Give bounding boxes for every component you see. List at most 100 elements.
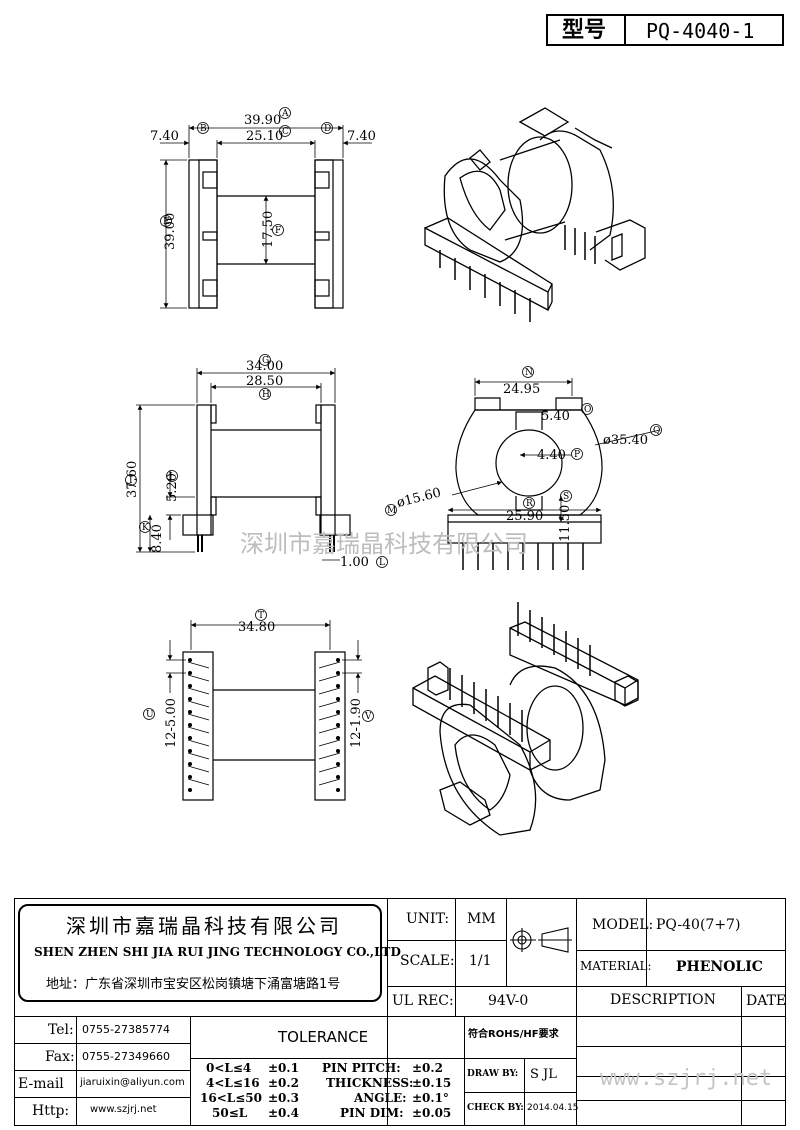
tag-p-label: P [574,450,580,460]
tolerance-title: TOLERANCE [278,1028,369,1046]
tag-s: S [560,490,572,502]
contact-h-3 [14,1097,190,1098]
tolerance-range-1: 4<L≤16 [206,1076,260,1090]
ul-label: UL REC: [392,993,454,1009]
iso-view-bottom [412,602,639,836]
tag-k: K [139,521,151,533]
tag-p: P [571,448,583,460]
http-value: www.szjrj.net [90,1104,157,1115]
pin-pitch-value: ±0.2 [412,1061,443,1075]
company-name-cn: 深圳市嘉瑞晶科技有限公司 [66,914,342,938]
tag-h: H [259,388,271,400]
grid-h-2 [576,950,786,951]
model-value: PQ-40(7+7) [656,917,741,933]
grid-h-1 [387,940,507,941]
tag-f: F [272,224,284,236]
thickness-value: ±0.15 [412,1076,452,1090]
model-header-divider [624,16,626,44]
tag-c: C [279,125,291,137]
tag-e-label: E [163,217,170,227]
tag-u-label: U [146,710,154,720]
tag-b-label: B [200,124,207,134]
contact-h-2 [14,1070,190,1071]
tag-n: N [522,366,534,378]
rohs-h [464,1092,576,1093]
grid-h-6 [576,1076,786,1077]
model-label: MODEL: [592,917,654,933]
dim-top-left-flange: 7.40 [150,129,179,144]
angle-label: ANGLE: [354,1091,407,1105]
email-value: jiaruixin@aliyun.com [80,1077,185,1088]
tag-a-label: A [281,109,289,119]
model-header-box: 型号 PQ-4040-1 [546,14,784,46]
tag-g: G [259,354,271,366]
top-view [160,125,372,309]
dim-top-core: 17.50 [261,211,276,248]
angle-value: ±0.1° [412,1091,449,1105]
tag-q: Q [650,424,662,436]
rohs-divider [464,1016,465,1126]
tag-f-label: F [275,226,281,236]
projection-symbol-icon [510,927,572,953]
dim-front-base-height: 11.50 [558,505,573,542]
dim-bottom-pitch-right: 12-1.90 [349,698,364,748]
grid-h-7 [576,1100,786,1101]
thickness-label: THICKNESS: [326,1076,414,1090]
tag-t: T [255,609,267,621]
pin-dim-value: ±0.05 [412,1106,452,1120]
contact-divider [76,1016,77,1126]
tag-i: I [125,474,137,486]
draw-label: DRAW BY: [467,1069,519,1079]
description-label: DESCRIPTION [610,992,716,1008]
tag-h-label: H [262,390,270,400]
tolerance-value-3: ±0.4 [268,1106,299,1120]
title-block [14,898,786,1126]
website-watermark: www.szjrj.net [600,1066,773,1091]
tel-label: Tel: [48,1022,74,1038]
tolerance-divider [190,1016,191,1126]
tag-o-label: O [584,405,591,415]
company-box [18,904,382,1002]
dim-top-overall: 39.90 [244,113,281,128]
tag-v-label: V [364,712,372,722]
grid-h-5 [576,1046,786,1047]
tag-n-label: N [525,368,533,378]
unit-value: MM [467,911,496,927]
grid-v-1 [387,898,388,1126]
date-label: DATE [746,993,787,1009]
grid-v-6 [741,986,742,1126]
dim-front-slot: 5.40 [541,409,570,424]
model-header-label: 型号 [562,18,607,43]
drawing-canvas: 39.90 25.10 7.40 7.40 39.00 17.50 34.00 … [125,107,662,836]
grid-v-5 [646,898,647,986]
dim-mid-pin: 1.00 [340,555,369,570]
tag-l: L [376,556,388,568]
tolerance-range-0: 0<L≤4 [206,1061,252,1075]
scale-label: SCALE: [400,953,455,969]
tag-d-label: D [324,124,331,134]
tag-j: J [166,470,178,482]
dim-front-inner-dia: ø15.60 [395,485,442,510]
dim-top-right-flange: 7.40 [347,129,376,144]
company-name-en: SHEN ZHEN SHI JIA RUI JING TECHNOLOGY CO… [34,945,401,959]
tag-t-label: T [258,611,264,621]
tag-r-label: R [526,499,533,509]
tag-e: E [160,215,172,227]
tag-c-label: C [282,127,289,137]
check-value: 2014.04.15 [527,1103,579,1113]
grid-h-4 [14,1016,786,1017]
dim-mid-height: 37.60 [125,461,140,498]
pin-dim-label: PIN DIM: [340,1106,404,1120]
scale-value: 1/1 [469,953,492,969]
tolerance-value-0: ±0.1 [268,1061,299,1075]
bottom-view [166,620,362,801]
tag-s-label: S [563,492,569,502]
dim-mid-inner: 28.50 [246,374,283,389]
tag-m-label: M [387,506,396,516]
dim-front-base-width: 25.90 [506,509,543,524]
dim-front-outer-dia: ø35.40 [603,433,648,448]
check-label: CHECK BY: [467,1103,524,1113]
tolerance-range-2: 16<L≤50 [200,1091,262,1105]
tag-u: U [143,708,155,720]
tolerance-value-2: ±0.3 [268,1091,299,1105]
